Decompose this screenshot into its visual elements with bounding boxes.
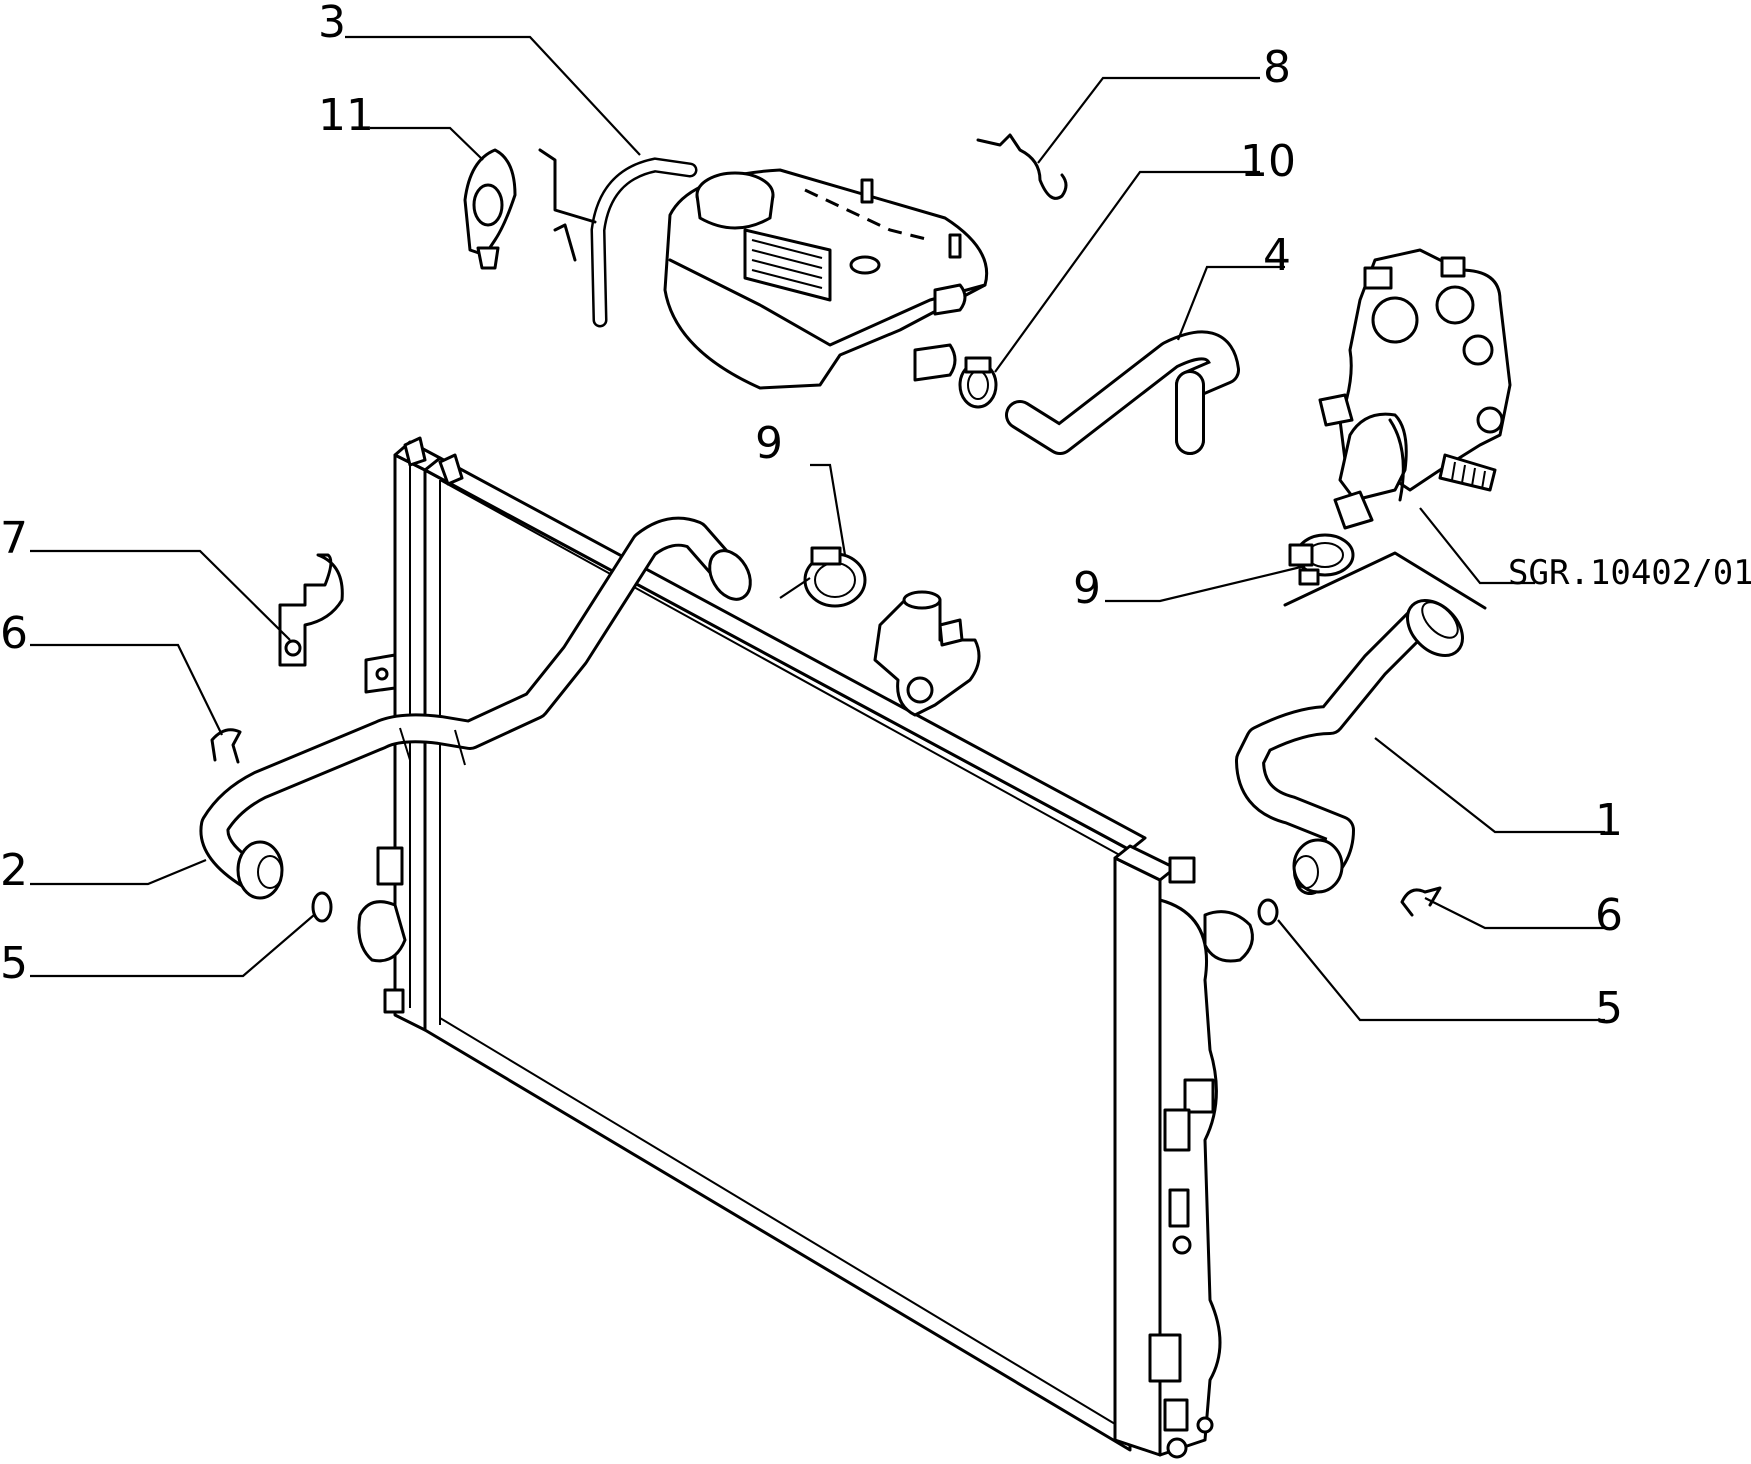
o-ring-left — [311, 891, 333, 923]
hose-clamp-right — [1288, 533, 1355, 586]
right-radiator-hose — [1235, 551, 1487, 895]
callout-6-left: 6 — [0, 608, 28, 659]
expansion-tank — [663, 168, 989, 390]
spring-clip-right — [1400, 886, 1442, 917]
callout-1: 1 — [1595, 795, 1623, 846]
reference-code: SGR.10402/01 — [1508, 553, 1751, 593]
callout-11: 11 — [318, 90, 374, 141]
leader-lines — [30, 35, 1605, 1022]
left-radiator-hose — [199, 516, 752, 900]
callout-5-left: 5 — [0, 938, 28, 989]
overflow-hose — [590, 157, 698, 328]
callout-5-right: 5 — [1595, 983, 1623, 1034]
callout-3: 3 — [318, 0, 346, 48]
callout-2: 2 — [0, 845, 28, 896]
callout-9-right: 9 — [1073, 563, 1101, 614]
callout-7: 7 — [0, 513, 28, 564]
thermostat-housing — [1318, 248, 1512, 530]
callout-4: 4 — [1263, 230, 1291, 281]
wire-clip — [976, 133, 1068, 200]
hose-clamp-small — [958, 356, 998, 409]
radiator — [357, 436, 1254, 1459]
hose-clip — [463, 148, 597, 270]
callout-9-upper: 9 — [755, 418, 783, 469]
callout-6-right: 6 — [1595, 890, 1623, 941]
water-outlet-fitting — [873, 590, 981, 717]
hose-bracket — [278, 553, 344, 667]
hose-clamp-upper — [803, 546, 867, 608]
callout-8: 8 — [1263, 42, 1291, 93]
upper-hose — [1005, 330, 1240, 455]
spring-clip-left — [210, 728, 242, 764]
callout-10: 10 — [1240, 136, 1296, 187]
o-ring-right — [1257, 898, 1279, 926]
callout-labels: 3 11 8 10 4 9 9 7 6 2 5 1 6 5 SGR.10402/… — [0, 0, 1751, 1034]
